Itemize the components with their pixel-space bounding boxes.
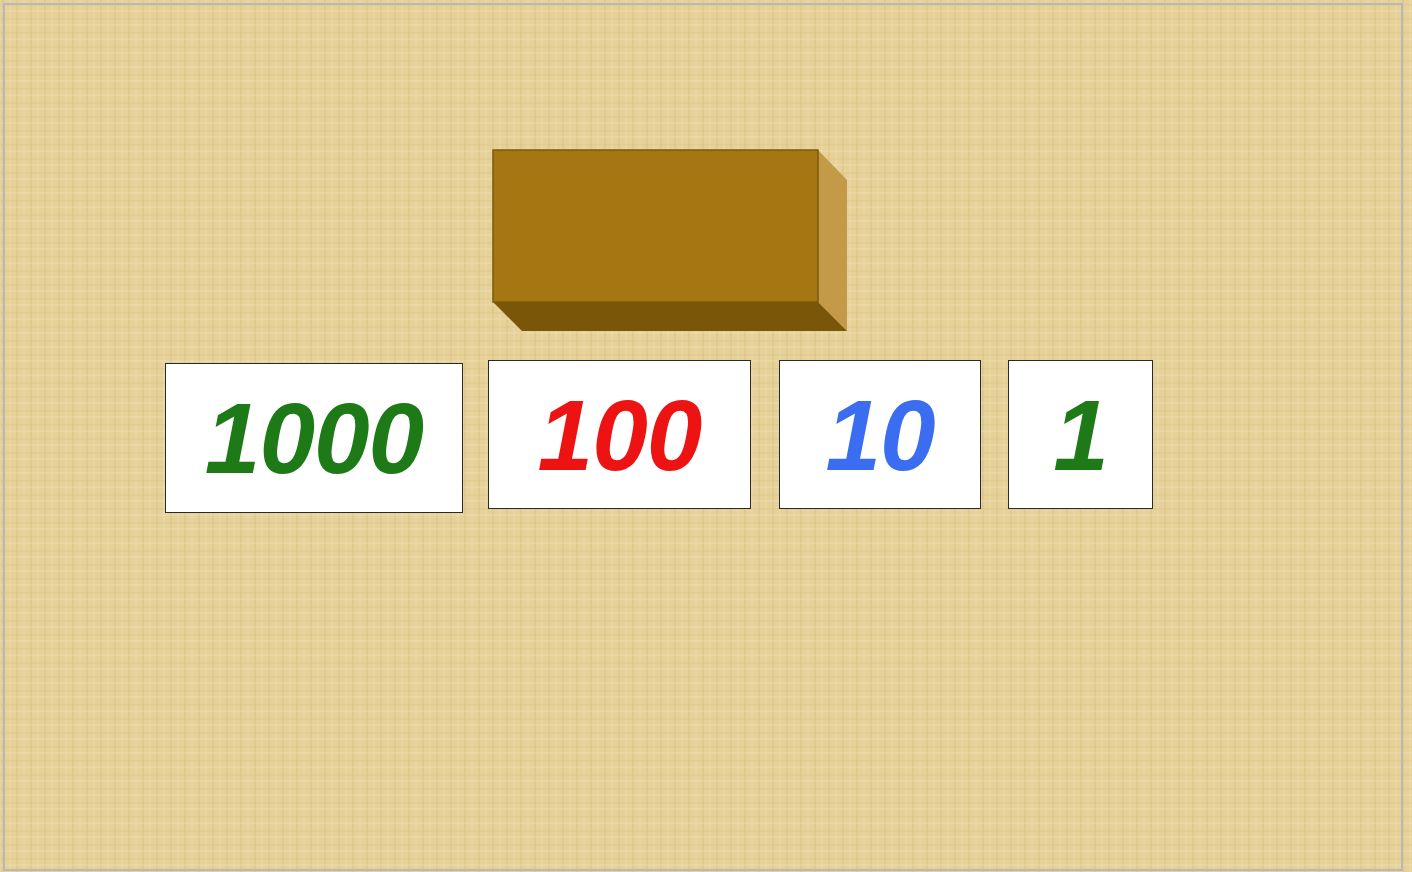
number-card: 100 <box>488 360 751 509</box>
number-card: 1 <box>1008 360 1153 509</box>
place-value-number: 10 <box>825 385 934 485</box>
number-card: 10 <box>779 360 981 509</box>
thousand-block <box>493 150 847 331</box>
place-value-number: 1 <box>1053 385 1108 485</box>
block-bottom <box>493 302 847 331</box>
place-value-number: 1000 <box>205 388 423 488</box>
block-front <box>493 150 818 302</box>
place-value-number: 100 <box>538 385 702 485</box>
number-card: 1000 <box>165 363 463 513</box>
frame-border <box>4 4 1402 870</box>
block-side <box>818 150 847 331</box>
